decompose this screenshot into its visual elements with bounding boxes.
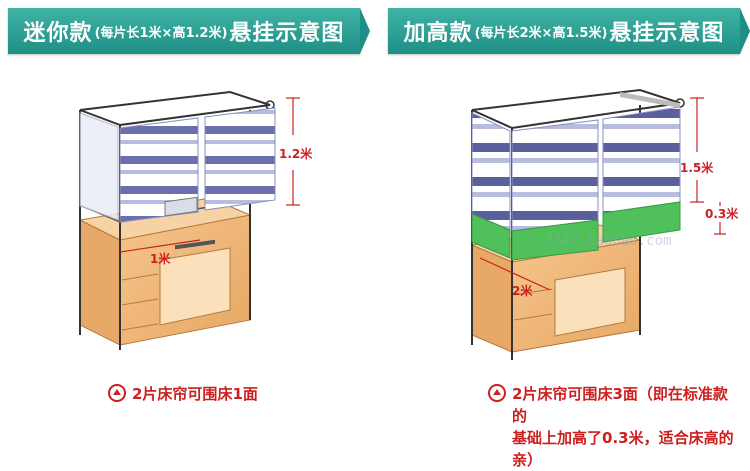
width-label-left: 1米 <box>150 251 171 266</box>
up-arrow-icon <box>488 384 506 402</box>
height-dimension-left: 1.2米 <box>279 97 313 206</box>
caption-right: 2片床帘可围床3面（即在标准款的 基础上加高了0.3米，适合床高的亲） <box>488 383 738 471</box>
caption-right-line2: 基础上加高了0.3米，适合床高的亲） <box>512 429 734 469</box>
title-tail-right: 悬挂示意图 <box>609 21 725 46</box>
width-dimension-right: 2米 <box>479 257 551 298</box>
banner-right: 加高款 (每片长2米×高1.5米) 悬挂示意图 <box>388 8 750 54</box>
height-label-right: 1.5米 <box>680 160 714 175</box>
banner-arrow <box>360 8 370 54</box>
title-tail-left: 悬挂示意图 <box>229 21 345 46</box>
title-main-left: 迷你款 <box>23 21 93 46</box>
bed-illustration-right <box>470 88 685 360</box>
watermark-text: 3347.taobao.com <box>545 233 671 249</box>
illustration-canvas: 1.2米 1米 1.5米 <box>78 88 739 360</box>
width-dimension-left: 1米 <box>119 239 201 266</box>
extra-height-label-right: 0.3米 <box>705 206 739 221</box>
caption-right-line1: 2片床帘可围床3面（即在标准款的 <box>512 385 728 425</box>
up-arrow-icon <box>108 384 126 402</box>
height-dimension-right: 1.5米 <box>680 97 714 203</box>
bed-illustration-left <box>78 90 276 350</box>
banner-left: 迷你款 (每片长1米×高1.2米) 悬挂示意图 <box>8 8 370 54</box>
caption-left: 2片床帘可围床1面 <box>108 383 258 404</box>
caption-left-text: 2片床帘可围床1面 <box>132 385 258 403</box>
extra-height-dimension-right: 0.3米 <box>705 202 739 235</box>
banner-arrow <box>740 8 750 54</box>
title-spec-left: (每片长1米×高1.2米) <box>94 25 228 41</box>
height-label-left: 1.2米 <box>279 146 313 161</box>
title-main-right: 加高款 <box>403 21 473 46</box>
width-label-right: 2米 <box>512 283 533 298</box>
title-spec-right: (每片长2米×高1.5米) <box>474 25 608 41</box>
